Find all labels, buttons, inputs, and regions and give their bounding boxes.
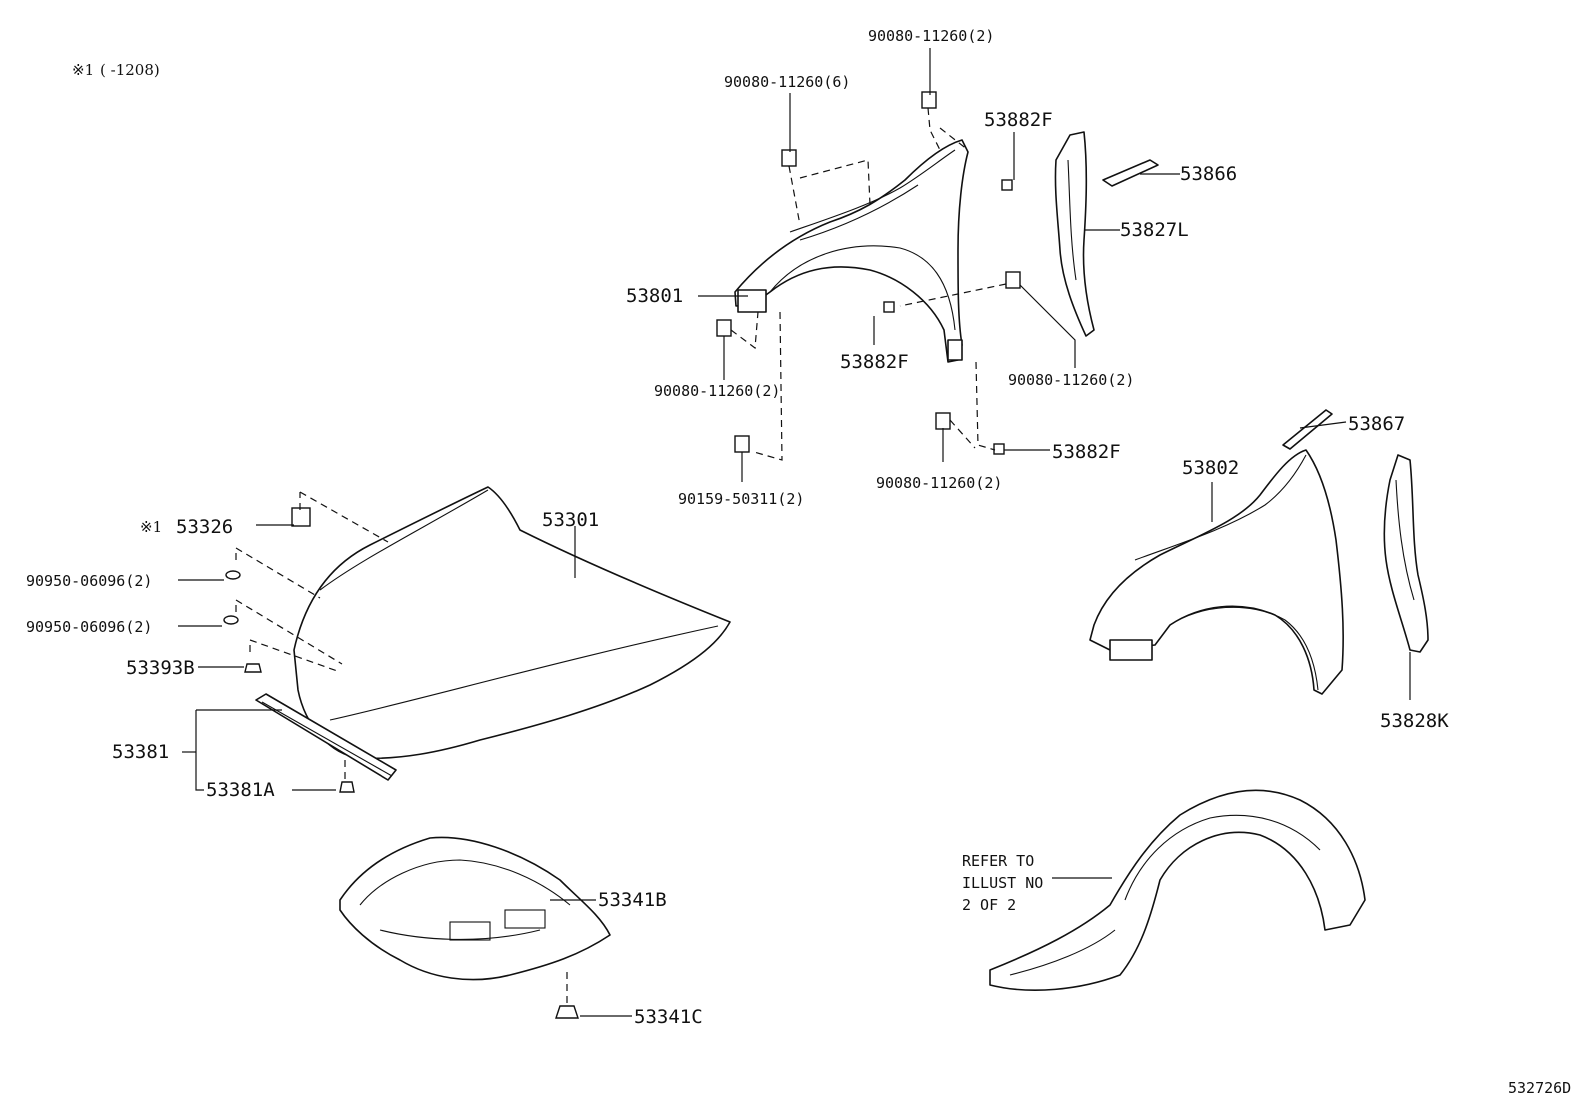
fender-left-53801[interactable]	[734, 139, 969, 363]
refer-line-1: REFER TO	[962, 852, 1034, 870]
label-53802[interactable]: 53802	[1182, 457, 1239, 479]
refer-line-2: ILLUST NO	[962, 874, 1043, 892]
note-range: ( -1208)	[100, 61, 160, 79]
liner-53827l[interactable]	[1054, 131, 1095, 337]
leader-lines	[178, 48, 1411, 1017]
label-53882f-a[interactable]: 53882F	[984, 109, 1053, 131]
label-90950-a[interactable]: 90950-06096(2)	[26, 572, 152, 590]
liner-53828k[interactable]	[1383, 454, 1429, 653]
label-90080-six[interactable]: 90080-11260(6)	[724, 73, 850, 91]
wheelhouse-liner[interactable]	[989, 789, 1366, 991]
label-53381a[interactable]: 53381A	[206, 779, 275, 801]
fender-right-53802[interactable]	[1089, 449, 1344, 695]
label-90080-left[interactable]: 90080-11260(2)	[654, 382, 780, 400]
label-53326[interactable]: 53326	[176, 516, 233, 538]
undercover-53341b[interactable]	[339, 836, 611, 981]
label-90080-top[interactable]: 90080-11260(2)	[868, 27, 994, 45]
label-53801[interactable]: 53801	[626, 285, 683, 307]
assembly-lines	[235, 107, 1007, 1004]
label-90080-bottom[interactable]: 90080-11260(2)	[876, 474, 1002, 492]
refer-line-3: 2 OF 2	[962, 896, 1016, 914]
label-53381[interactable]: 53381	[112, 741, 169, 763]
clip-nut-icon	[883, 179, 1013, 455]
label-90159[interactable]: 90159-50311(2)	[678, 490, 804, 508]
label-53867[interactable]: 53867	[1348, 413, 1405, 435]
label-53341c[interactable]: 53341C	[634, 1006, 703, 1028]
hood-53301[interactable]	[293, 486, 731, 760]
label-53866[interactable]: 53866	[1180, 163, 1237, 185]
hood-stopper-icon	[223, 507, 579, 1019]
label-53341b[interactable]: 53341B	[598, 889, 667, 911]
diagram-code: 532726D	[1508, 1079, 1571, 1097]
label-53301[interactable]: 53301	[542, 509, 599, 531]
label-53326-mark: ※1	[140, 518, 162, 536]
strip-53867[interactable]	[1282, 409, 1333, 450]
note-symbol: ※1	[72, 61, 94, 79]
label-53882f-b[interactable]: 53882F	[840, 351, 909, 373]
bolt-icon	[716, 91, 1021, 453]
label-53393b[interactable]: 53393B	[126, 657, 195, 679]
strip-53866[interactable]	[1102, 159, 1159, 187]
label-53882f-c[interactable]: 53882F	[1052, 441, 1121, 463]
label-90950-b[interactable]: 90950-06096(2)	[26, 618, 152, 636]
label-90080-right[interactable]: 90080-11260(2)	[1008, 371, 1134, 389]
label-53828k[interactable]: 53828K	[1380, 710, 1449, 732]
label-53827l[interactable]: 53827L	[1120, 219, 1189, 241]
seal-53381[interactable]	[255, 693, 397, 781]
